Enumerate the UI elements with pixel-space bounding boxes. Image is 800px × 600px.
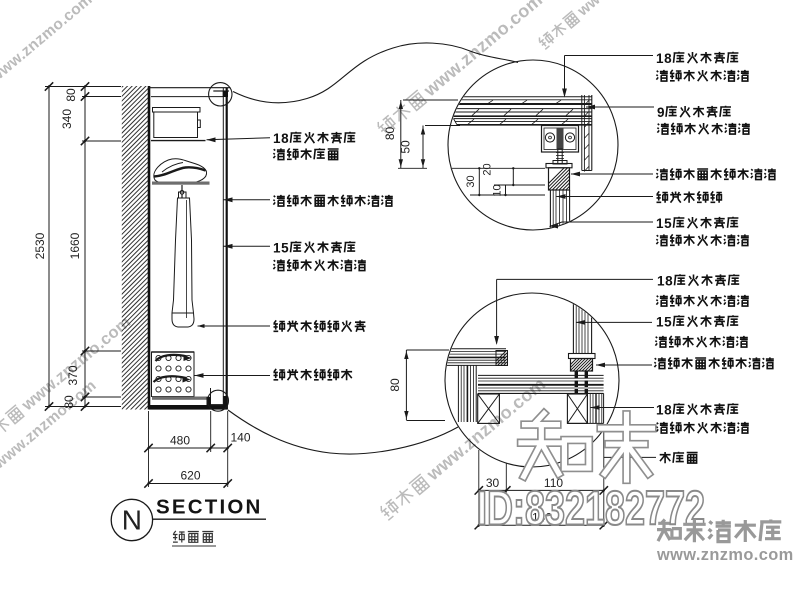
svg-text:480: 480 [170, 434, 190, 448]
svg-text:80: 80 [383, 127, 397, 141]
svg-text:2530: 2530 [33, 232, 47, 259]
svg-text:110: 110 [544, 476, 563, 490]
svg-text:620: 620 [180, 469, 200, 483]
svg-text:10: 10 [492, 184, 504, 196]
svg-text:18: 18 [657, 273, 673, 288]
svg-text:30: 30 [465, 175, 477, 187]
svg-text:18: 18 [656, 51, 672, 66]
svg-text:20: 20 [482, 163, 494, 175]
svg-text:18: 18 [656, 402, 672, 417]
svg-text:340: 340 [60, 109, 74, 129]
svg-text:15: 15 [656, 216, 672, 231]
svg-text:www.znzmo.com: www.znzmo.com [656, 546, 794, 564]
svg-text:SECTION: SECTION [156, 496, 263, 519]
svg-text:ID:832182772: ID:832182772 [477, 482, 705, 535]
svg-text:140: 140 [230, 431, 250, 445]
svg-text:50: 50 [399, 140, 413, 154]
svg-text:N: N [122, 505, 142, 536]
svg-text:80: 80 [388, 378, 402, 392]
svg-text:15: 15 [656, 314, 672, 329]
svg-text:80: 80 [62, 395, 76, 409]
svg-text:370: 370 [66, 365, 80, 385]
svg-text:15: 15 [273, 240, 289, 255]
svg-text:9: 9 [657, 105, 665, 120]
svg-text:30: 30 [486, 476, 500, 490]
svg-text:1660: 1660 [68, 232, 82, 259]
svg-text:140: 140 [532, 511, 552, 525]
svg-text:18: 18 [273, 131, 289, 146]
svg-text:80: 80 [64, 88, 78, 102]
